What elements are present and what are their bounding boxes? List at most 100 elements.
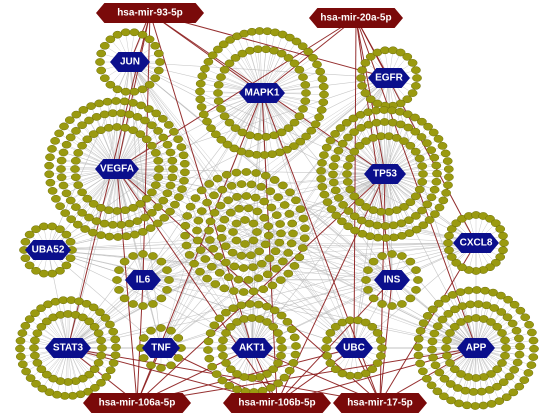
target-node[interactable]: [248, 236, 259, 245]
target-node[interactable]: [119, 257, 130, 266]
target-node[interactable]: [251, 169, 261, 177]
target-node[interactable]: [316, 167, 326, 175]
target-node[interactable]: [140, 213, 150, 222]
target-node[interactable]: [372, 329, 383, 337]
target-node[interactable]: [260, 171, 271, 180]
target-node[interactable]: [73, 181, 84, 189]
target-node[interactable]: [72, 220, 83, 229]
target-node[interactable]: [426, 381, 437, 390]
target-node[interactable]: [41, 317, 52, 326]
target-node[interactable]: [314, 113, 324, 122]
target-node[interactable]: [173, 135, 183, 144]
target-node[interactable]: [178, 151, 189, 160]
target-node[interactable]: [231, 236, 242, 245]
target-node[interactable]: [342, 162, 353, 170]
target-node[interactable]: [220, 258, 231, 267]
target-node[interactable]: [185, 202, 196, 211]
target-node[interactable]: [356, 216, 367, 225]
target-node[interactable]: [496, 291, 506, 300]
target-node[interactable]: [180, 168, 190, 177]
hub-node-egfr[interactable]: EGFR: [368, 68, 410, 88]
mirna-node-mir20a[interactable]: hsa-mir-20a-5p: [309, 8, 403, 28]
target-node[interactable]: [137, 85, 148, 94]
target-node[interactable]: [253, 45, 263, 54]
target-node[interactable]: [512, 358, 523, 367]
target-node[interactable]: [269, 306, 280, 315]
target-node[interactable]: [150, 181, 161, 189]
target-node[interactable]: [418, 319, 429, 327]
target-node[interactable]: [507, 319, 518, 328]
target-node[interactable]: [395, 48, 406, 57]
target-node[interactable]: [299, 234, 310, 243]
target-node[interactable]: [210, 130, 221, 139]
target-node[interactable]: [180, 221, 191, 230]
target-node[interactable]: [156, 364, 166, 372]
target-node[interactable]: [208, 244, 219, 253]
target-node[interactable]: [24, 315, 35, 323]
target-node[interactable]: [169, 127, 179, 136]
target-node[interactable]: [413, 335, 424, 343]
target-node[interactable]: [288, 359, 299, 367]
target-node[interactable]: [452, 384, 463, 392]
target-node[interactable]: [77, 141, 87, 150]
target-node[interactable]: [45, 178, 56, 187]
target-node[interactable]: [129, 28, 140, 37]
target-node[interactable]: [24, 261, 35, 270]
target-node[interactable]: [446, 396, 456, 405]
target-node[interactable]: [429, 185, 440, 194]
target-node[interactable]: [310, 120, 321, 129]
target-node[interactable]: [528, 353, 539, 361]
target-node[interactable]: [434, 368, 445, 377]
target-node[interactable]: [402, 110, 413, 119]
target-node[interactable]: [407, 59, 418, 67]
target-node[interactable]: [405, 141, 416, 150]
target-node[interactable]: [414, 185, 425, 194]
target-node[interactable]: [442, 351, 452, 360]
target-node[interactable]: [15, 336, 26, 345]
target-node[interactable]: [443, 181, 453, 189]
target-node[interactable]: [36, 365, 47, 374]
target-node[interactable]: [233, 275, 244, 284]
target-node[interactable]: [29, 344, 39, 352]
target-node[interactable]: [135, 200, 146, 208]
target-node[interactable]: [405, 257, 416, 266]
target-node[interactable]: [368, 294, 379, 303]
target-node[interactable]: [206, 124, 216, 133]
target-node[interactable]: [268, 322, 279, 331]
target-node[interactable]: [443, 165, 454, 173]
target-node[interactable]: [20, 237, 31, 246]
target-node[interactable]: [416, 133, 427, 141]
target-node[interactable]: [88, 228, 98, 237]
target-node[interactable]: [195, 246, 206, 254]
target-node[interactable]: [94, 99, 105, 108]
target-node[interactable]: [451, 258, 462, 267]
target-node[interactable]: [56, 173, 67, 182]
target-node[interactable]: [514, 334, 524, 343]
target-node[interactable]: [454, 399, 464, 408]
target-node[interactable]: [285, 188, 295, 197]
target-node[interactable]: [209, 321, 220, 330]
target-node[interactable]: [236, 180, 247, 188]
target-node[interactable]: [427, 345, 437, 354]
target-node[interactable]: [101, 373, 112, 381]
target-node[interactable]: [412, 74, 422, 82]
target-node[interactable]: [144, 105, 154, 113]
target-node[interactable]: [111, 97, 121, 105]
target-node[interactable]: [82, 194, 93, 203]
target-node[interactable]: [254, 247, 265, 256]
target-node[interactable]: [256, 182, 267, 191]
target-node[interactable]: [198, 110, 209, 119]
target-node[interactable]: [65, 196, 76, 205]
target-node[interactable]: [103, 123, 114, 132]
target-node[interactable]: [84, 317, 95, 326]
target-node[interactable]: [248, 263, 258, 271]
hub-node-mapk1[interactable]: MAPK1: [239, 83, 285, 103]
target-node[interactable]: [429, 153, 440, 162]
target-node[interactable]: [147, 121, 157, 130]
target-node[interactable]: [490, 219, 501, 228]
target-node[interactable]: [203, 337, 214, 346]
target-node[interactable]: [289, 142, 299, 150]
target-node[interactable]: [217, 185, 228, 194]
target-node[interactable]: [445, 359, 455, 367]
target-node[interactable]: [471, 286, 482, 294]
